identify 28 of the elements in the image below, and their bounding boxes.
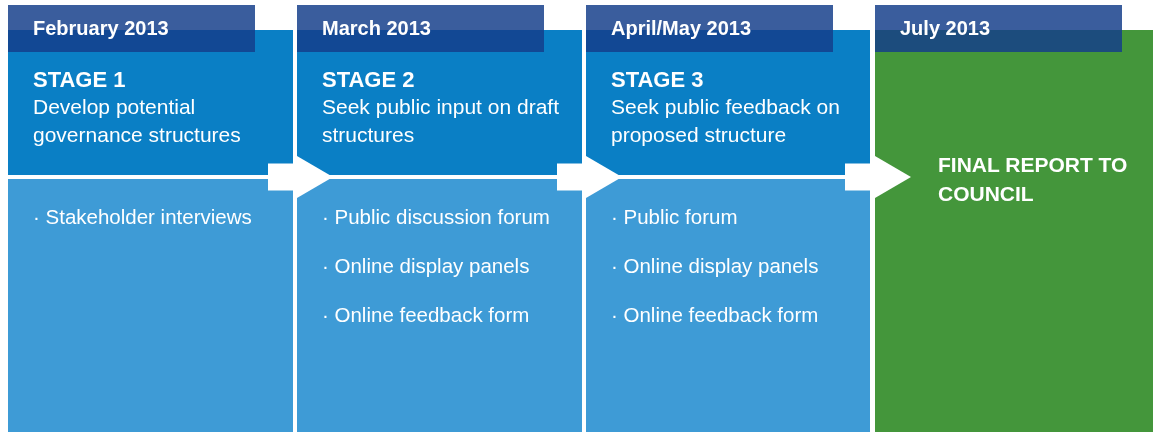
stage-description: Seek public feedback on proposed structure	[611, 94, 841, 148]
date-label: July 2013	[900, 17, 991, 40]
activity-item: · Online display panels	[611, 253, 820, 279]
activity-item: · Stakeholder interviews	[33, 204, 253, 230]
activity-item: · Public discussion forum	[322, 204, 551, 230]
activity-panel	[586, 179, 870, 432]
stage-title: STAGE 2	[322, 66, 416, 93]
date-label: March 2013	[322, 17, 431, 40]
date-tab	[586, 5, 833, 52]
activity-item: · Online feedback form	[611, 302, 820, 328]
arrow	[557, 156, 622, 198]
date-tab	[8, 5, 255, 52]
stage-title: STAGE 1	[33, 66, 127, 93]
stage-description: Seek public input on draft structures	[322, 94, 560, 148]
stage-title: STAGE 3	[611, 66, 705, 93]
arrow	[268, 156, 333, 198]
date-tab	[875, 5, 1122, 52]
activity-panel	[8, 179, 293, 432]
arrow	[845, 156, 911, 198]
stage-description: Develop potential governance structures	[33, 94, 242, 148]
date-tab	[297, 5, 544, 52]
activity-item: · Online feedback form	[322, 302, 531, 328]
date-label: April/May 2013	[611, 17, 752, 40]
final-label: FINAL REPORT TO COUNCIL	[938, 152, 1128, 207]
date-label: February 2013	[33, 17, 169, 40]
activity-panel	[297, 179, 582, 432]
activity-item: · Online display panels	[322, 253, 531, 279]
activity-item: · Public forum	[611, 204, 739, 230]
